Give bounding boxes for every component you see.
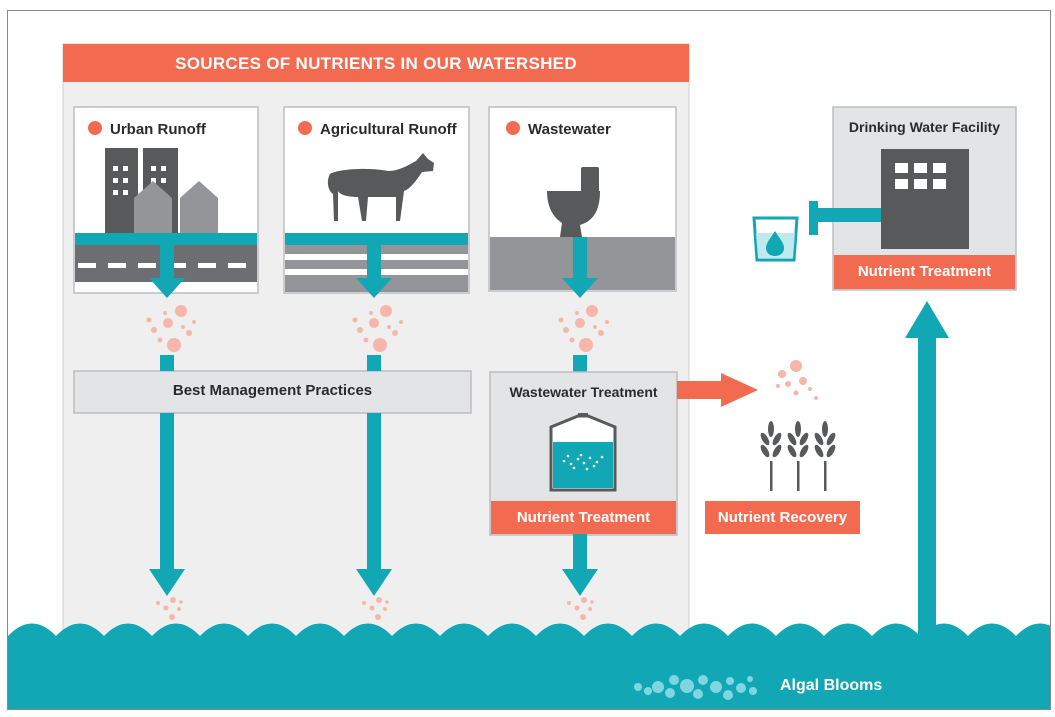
connector-arrows: [160, 355, 587, 372]
recovery-arrow: [677, 373, 758, 407]
urban-runoff-label: Urban Runoff: [88, 121, 206, 138]
best-management-box: [73, 370, 472, 414]
faucet-icon: [809, 201, 881, 235]
urban-runoff-box: [73, 106, 259, 294]
drinking-water-box: [832, 106, 1017, 291]
wheat-icon: [760, 421, 836, 491]
header-bar: [63, 44, 689, 82]
source-dot: [298, 121, 312, 135]
diagram-canvas: [8, 43, 1050, 709]
nutrient-recovery-box: [705, 501, 860, 534]
drinking-water-label: Drinking Water Facility: [848, 119, 1001, 135]
wastewater-arrow: [562, 237, 598, 298]
best-management-label: Best Management Practices: [172, 382, 373, 399]
diagram-frame: SOURCES OF NUTRIENTS IN OUR WATERSHED Ur…: [7, 10, 1051, 710]
wastewater-treatment-box: [489, 371, 678, 536]
nutrient-treatment-wastewater-label: Nutrient Treatment: [516, 509, 651, 526]
lower-arrows: [149, 413, 598, 596]
agricultural-runoff-label: Agricultural Runoff: [298, 121, 457, 138]
nutrient-particles: [146, 305, 818, 620]
algae-icon: [634, 675, 757, 700]
upward-arrow: [905, 301, 949, 646]
urban-runoff-text: Urban Runoff: [110, 121, 206, 138]
water-cup-icon: [752, 216, 799, 262]
source-dot: [88, 121, 102, 135]
algal-blooms-label: Algal Blooms: [780, 677, 883, 694]
wastewater-text: Wastewater: [528, 121, 611, 138]
nutrient-treatment-drinking-label: Nutrient Treatment: [857, 263, 992, 280]
agricultural-runoff-text: Agricultural Runoff: [320, 121, 457, 138]
wastewater-treatment-label: Wastewater Treatment: [509, 384, 658, 400]
wastewater-label: Wastewater: [506, 121, 611, 138]
header-title: SOURCES OF NUTRIENTS IN OUR WATERSHED: [175, 54, 577, 73]
urban-runoff-arrow: [149, 245, 185, 298]
agricultural-runoff-arrow: [356, 245, 392, 298]
water-body: [8, 623, 1050, 709]
nutrient-recovery-label: Nutrient Recovery: [717, 509, 848, 526]
source-dot: [506, 121, 520, 135]
